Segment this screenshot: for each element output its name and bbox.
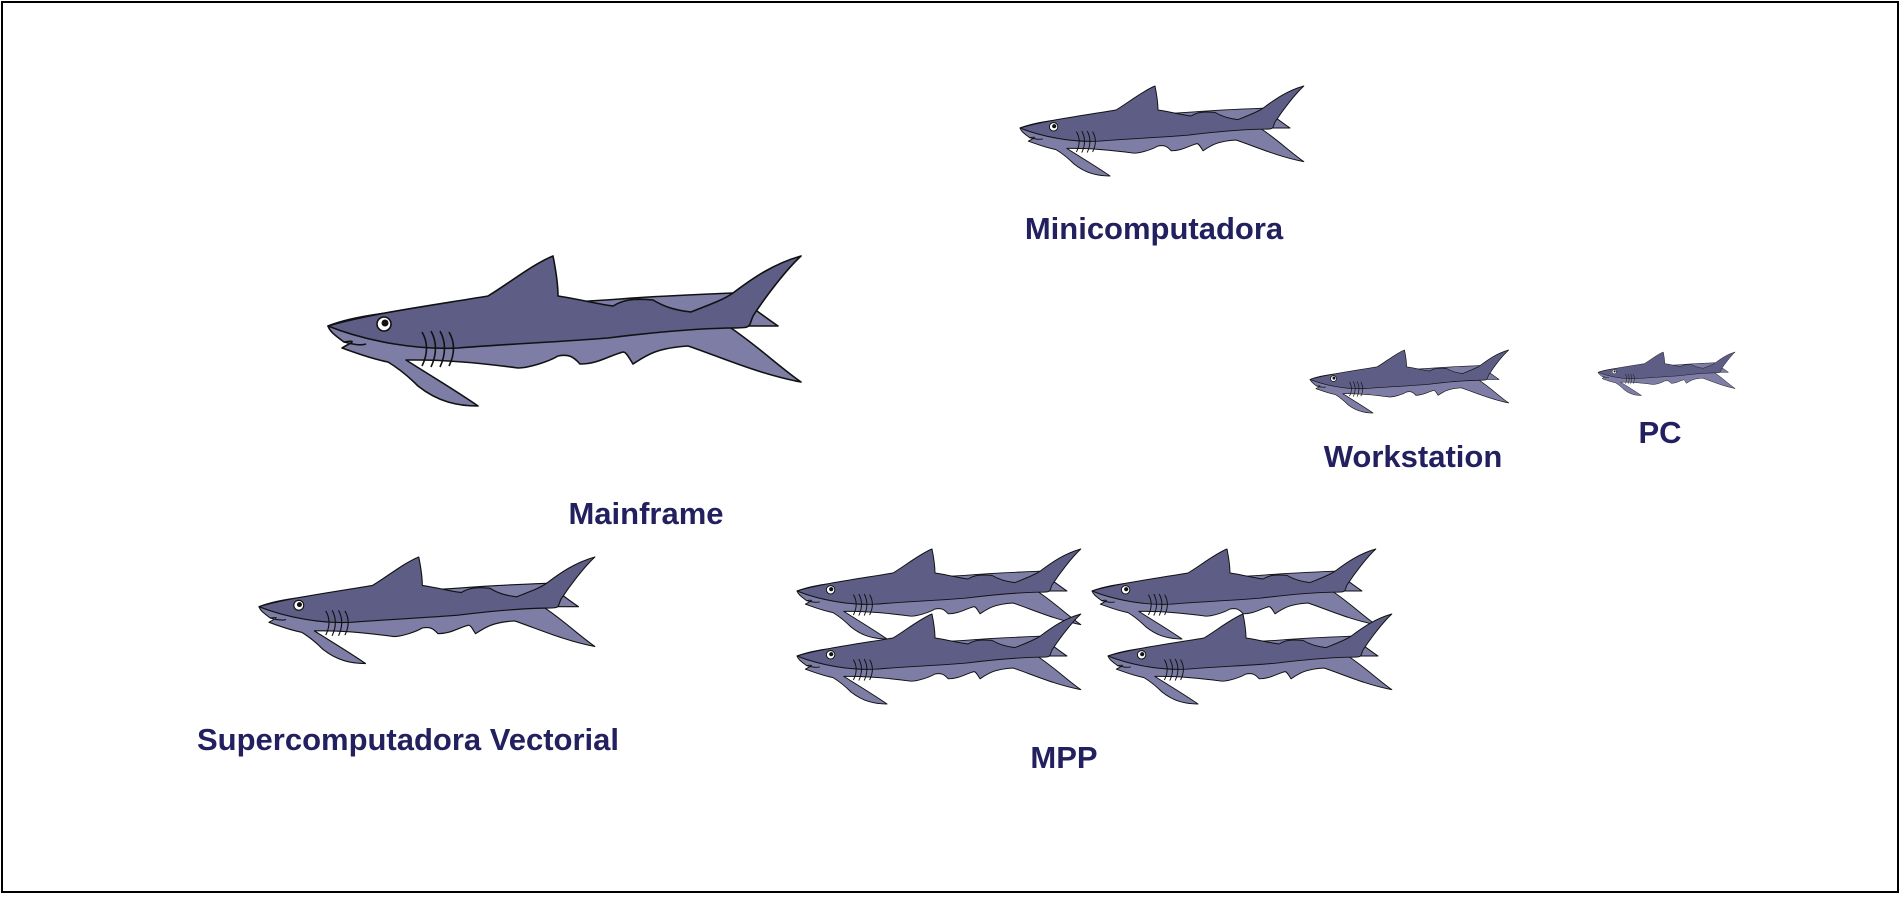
label-pc: PC — [1638, 415, 1682, 450]
label-vector-supercomputer: Supercomputadora Vectorial — [196, 722, 620, 757]
label-mainframe: Mainframe — [568, 496, 724, 531]
label-workstation: Workstation — [1323, 439, 1503, 474]
label-mpp: MPP — [1030, 740, 1098, 775]
shark-icon — [1597, 351, 1736, 396]
shark-icon — [796, 548, 1082, 640]
label-minicomputer: Minicomputadora — [1024, 211, 1284, 246]
shark-icon — [796, 613, 1082, 705]
shark-icon — [1309, 349, 1509, 414]
shark-icon — [327, 255, 802, 407]
shark-icon — [258, 556, 596, 665]
shark-icon — [1019, 85, 1305, 177]
